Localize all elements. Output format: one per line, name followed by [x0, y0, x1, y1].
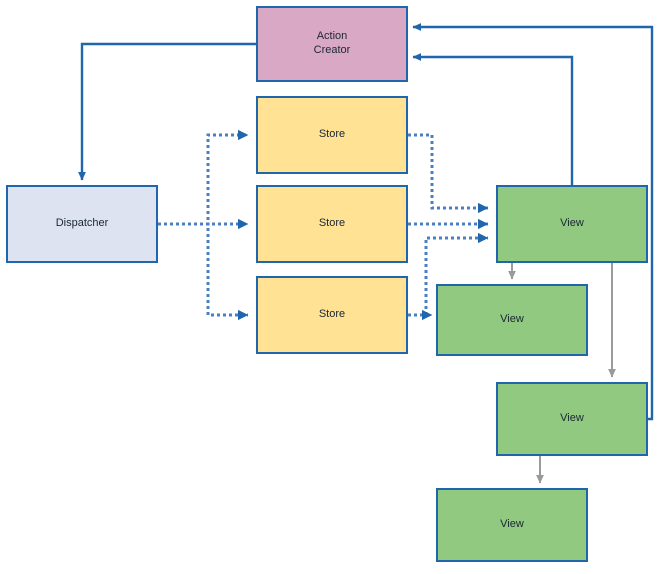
edge-view-3-to-action-creator — [412, 23, 654, 421]
node-store-2[interactable]: Store — [256, 185, 408, 263]
node-label-view-2: View — [500, 313, 524, 326]
node-label-view-1: View — [560, 217, 584, 230]
node-label-view-4: View — [500, 518, 524, 531]
edge-view-1-to-action-creator — [412, 53, 574, 185]
node-store-1[interactable]: Store — [256, 96, 408, 174]
node-label-store-2: Store — [318, 217, 346, 230]
node-dispatcher[interactable]: Dispatcher — [6, 185, 158, 263]
node-label-dispatcher: Dispatcher — [55, 217, 109, 230]
node-label-view-3: View — [560, 412, 584, 425]
node-action-creator[interactable]: Action Creator — [256, 6, 408, 82]
node-label-store-1: Store — [318, 128, 346, 141]
node-label-action-creator: Action Creator — [313, 30, 351, 56]
edge-store-1-to-view-1 — [408, 133, 489, 214]
node-view-4[interactable]: View — [436, 488, 588, 562]
edge-action-to-dispatcher — [78, 42, 256, 181]
node-store-3[interactable]: Store — [256, 276, 408, 354]
node-view-1[interactable]: View — [496, 185, 648, 263]
node-label-store-3: Store — [318, 308, 346, 321]
node-view-3[interactable]: View — [496, 382, 648, 456]
edge-dispatcher-to-store-3 — [158, 222, 249, 321]
edge-dispatcher-to-store-1 — [158, 129, 249, 226]
node-view-2[interactable]: View — [436, 284, 588, 356]
